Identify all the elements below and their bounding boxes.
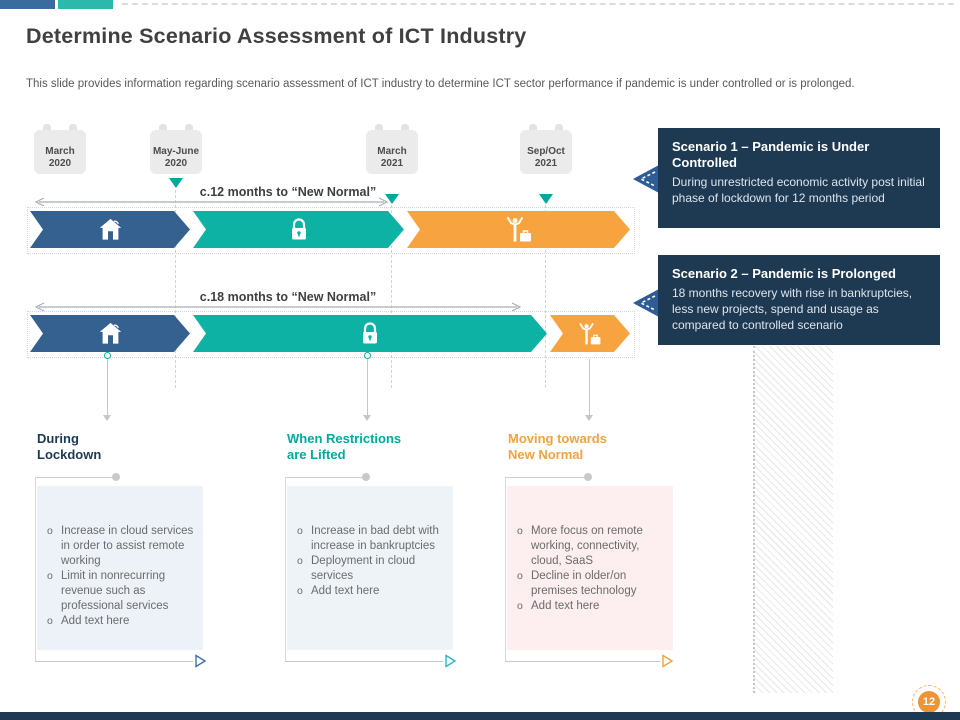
- scenario-body: 18 months recovery with rise in bankrupt…: [672, 286, 913, 332]
- bullet-item: Add text here: [46, 614, 196, 629]
- page-number-badge: 12: [918, 691, 940, 713]
- work-from-home-icon: [97, 216, 124, 243]
- phase-arrow-icon: [445, 654, 457, 668]
- phase-heading-restrictions-lifted: When Restrictions are Lifted: [287, 431, 402, 462]
- connector-node: [104, 352, 111, 359]
- connector-line: [367, 359, 368, 415]
- duration-double-arrow-icon: [34, 302, 522, 312]
- page-subtitle: This slide provides information regardin…: [26, 78, 855, 90]
- milestone-label: March 2020: [45, 146, 75, 169]
- bullet-item: Increase in cloud services in order to a…: [46, 524, 196, 569]
- callout-arrow-icon: [633, 289, 659, 317]
- connector-arrowhead-icon: [103, 415, 111, 421]
- milestone-sepoct-2021: Sep/Oct 2021: [518, 124, 574, 181]
- connector-arrowhead-icon: [363, 415, 371, 421]
- celebration-person-icon: [504, 216, 534, 243]
- phase-box-left-border: [505, 477, 506, 661]
- connector-arrowhead-icon: [585, 415, 593, 421]
- timeline-arrow-lockdown-row1: [30, 211, 190, 248]
- phase-box-new-normal: More focus on remote working, connectivi…: [507, 486, 673, 650]
- phase-arrow-icon: [662, 654, 674, 668]
- scenario-card-2: Scenario 2 – Pandemic is Prolonged 18 mo…: [658, 255, 940, 345]
- phase-box-bottom-line: [505, 661, 660, 662]
- bullet-item: Decline in older/on premises technology: [516, 569, 668, 599]
- phase-box-left-border: [285, 477, 286, 661]
- phase-box-during-lockdown: Increase in cloud services in order to a…: [37, 486, 203, 650]
- timeline-marker-icon: [169, 178, 183, 188]
- top-bar-blue-block: [0, 0, 55, 9]
- bullet-list: Increase in cloud services in order to a…: [46, 524, 196, 629]
- calendar-icon: [520, 124, 572, 174]
- dashed-guide-line: [175, 190, 176, 388]
- timeline-marker-icon: [385, 194, 399, 204]
- top-bar-dashed-line: [122, 3, 954, 5]
- milestone-label: May-June 2020: [152, 146, 200, 169]
- scenario-body: During unrestricted economic activity po…: [672, 175, 925, 205]
- phase-connector-line: [35, 477, 116, 478]
- calendar-icon: [34, 124, 86, 174]
- phase-heading-new-normal: Moving towards New Normal: [508, 431, 607, 462]
- timeline-arrow-restrictions-row2: [193, 315, 547, 352]
- connector-line: [107, 359, 108, 415]
- phase-box-bottom-line: [35, 661, 193, 662]
- arrow-row-dotted-outline: [27, 207, 635, 254]
- timeline-arrow-restrictions-row1: [193, 211, 404, 248]
- bullet-item: More focus on remote working, connectivi…: [516, 524, 668, 569]
- timeline-marker-icon: [539, 194, 553, 204]
- top-bar-teal-block: [58, 0, 113, 9]
- bullet-item: Add text here: [296, 584, 446, 599]
- bullet-list: Increase in bad debt with increase in ba…: [296, 524, 446, 599]
- phase-connector-line: [505, 477, 588, 478]
- milestone-mayjune-2020: May-June 2020: [148, 124, 204, 181]
- phase-box-bottom-line: [285, 661, 443, 662]
- duration-label-12-months: c.12 months to “New Normal”: [199, 185, 377, 199]
- timeline-arrow-new-normal-row2: [550, 315, 630, 352]
- milestone-march-2021: March 2021: [364, 124, 420, 181]
- phase-box-left-border: [35, 477, 36, 661]
- page-number: 12: [922, 696, 936, 708]
- bullet-item: Add text here: [516, 599, 668, 614]
- connector-node: [364, 352, 371, 359]
- lock-icon: [287, 217, 311, 243]
- lock-icon: [358, 321, 382, 347]
- milestone-march-2020: March 2020: [32, 124, 88, 181]
- page-title: Determine Scenario Assessment of ICT Ind…: [26, 24, 527, 48]
- work-from-home-icon: [97, 320, 124, 347]
- arrow-row-dotted-outline: [27, 311, 635, 358]
- phase-box-restrictions-lifted: Increase in bad debt with increase in ba…: [287, 486, 453, 650]
- phase-heading-during-lockdown: During Lockdown: [37, 431, 102, 462]
- bullet-item: Deployment in cloud services: [296, 554, 446, 584]
- scenario-card-1: Scenario 1 – Pandemic is Under Controlle…: [658, 128, 940, 228]
- milestone-label: Sep/Oct 2021: [527, 146, 565, 169]
- bullet-list: More focus on remote working, connectivi…: [516, 524, 668, 614]
- duration-label-18-months: c.18 months to “New Normal”: [199, 290, 377, 304]
- milestone-label: March 2021: [377, 146, 407, 169]
- duration-double-arrow-icon: [34, 197, 389, 207]
- bullet-item: Limit in nonrecurring revenue such as pr…: [46, 569, 196, 614]
- timeline-arrow-lockdown-row2: [30, 315, 190, 352]
- phase-connector-line: [285, 477, 366, 478]
- bottom-bar: [0, 712, 960, 720]
- callout-arrow-icon: [633, 165, 659, 193]
- phase-connector-dot: [112, 473, 120, 481]
- phase-connector-dot: [584, 473, 592, 481]
- dashed-guide-line: [545, 205, 546, 388]
- connector-line: [589, 359, 590, 415]
- phase-arrow-icon: [195, 654, 207, 668]
- scenario-title: Scenario 2 – Pandemic is Prolonged: [672, 266, 896, 281]
- calendar-icon: [150, 124, 202, 174]
- bullet-item: Increase in bad debt with increase in ba…: [296, 524, 446, 554]
- phase-connector-dot: [362, 473, 370, 481]
- hatch-pattern-band: [753, 346, 833, 693]
- celebration-person-icon: [577, 322, 603, 346]
- timeline-arrow-new-normal-row1: [407, 211, 630, 248]
- scenario-title: Scenario 1 – Pandemic is Under Controlle…: [672, 139, 870, 170]
- calendar-icon: [366, 124, 418, 174]
- dashed-guide-line: [391, 205, 392, 388]
